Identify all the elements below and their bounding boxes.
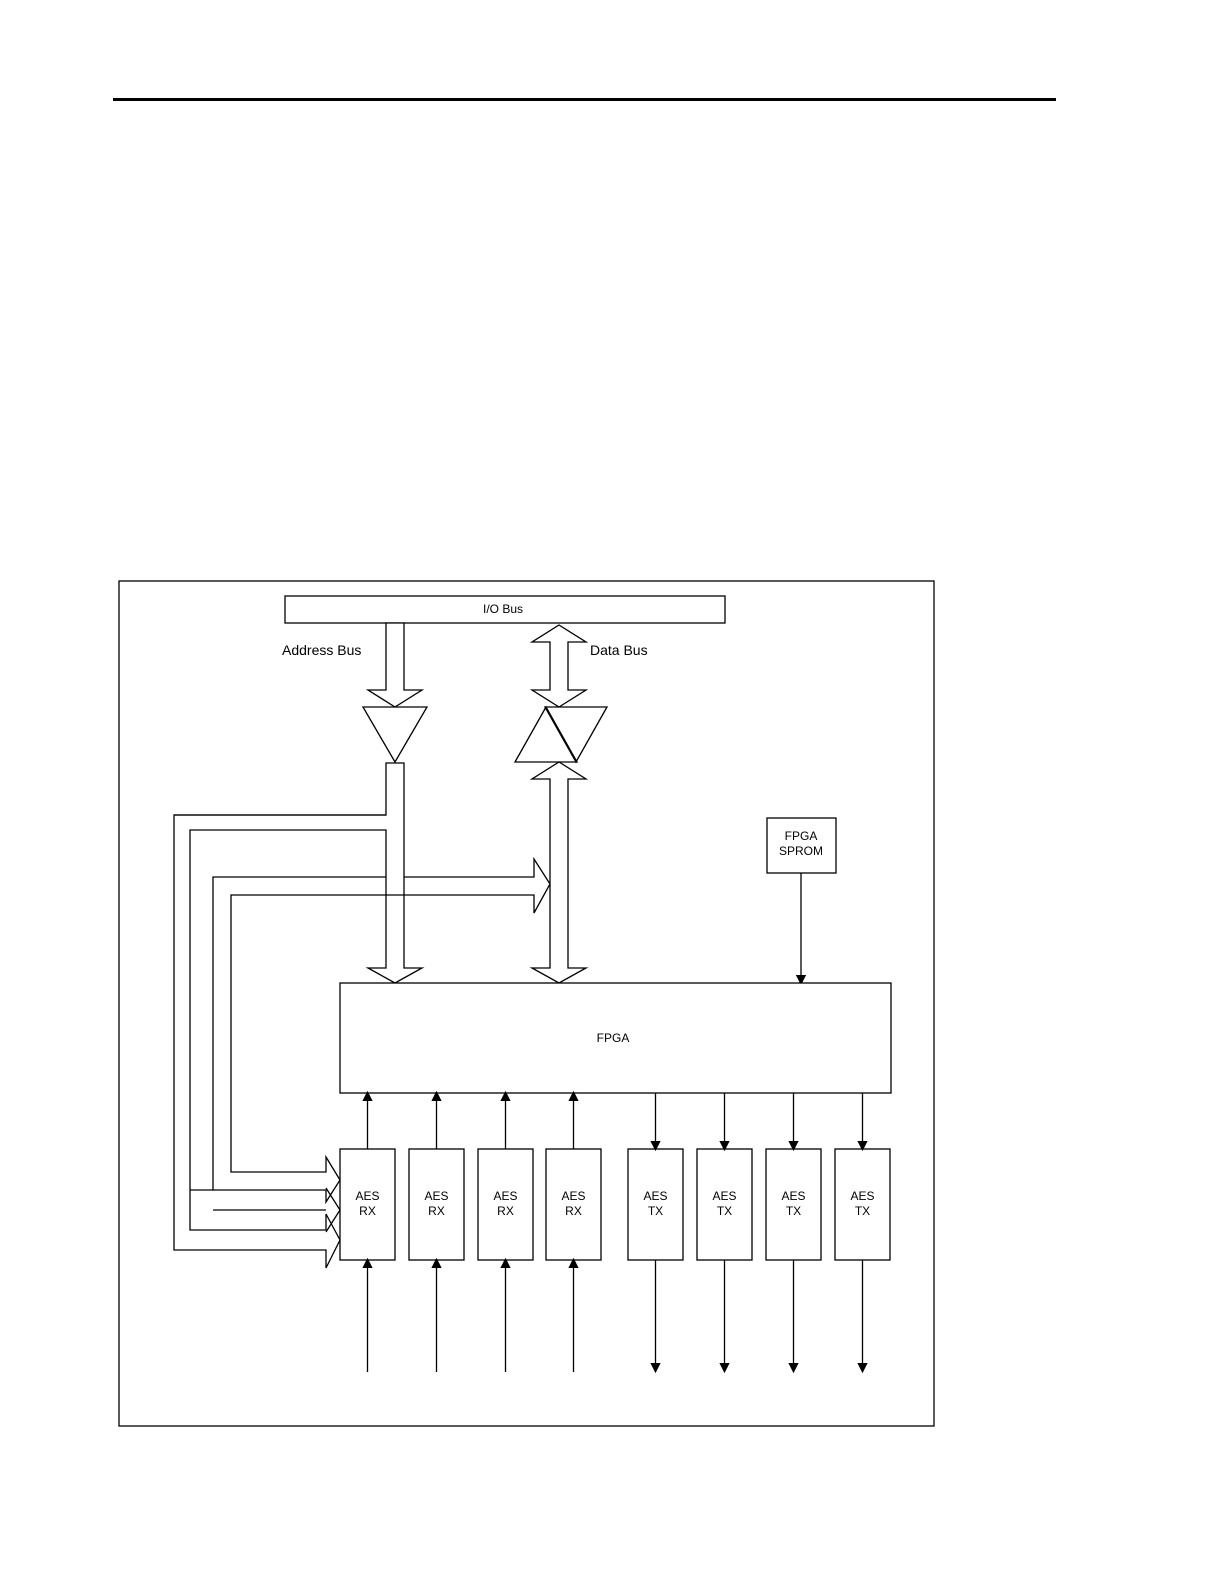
aes-tx-label-line2: TX (855, 1204, 870, 1218)
sprom-label-line2: SPROM (779, 844, 823, 858)
aes-rx-label-line1: AES (493, 1189, 517, 1203)
fpga-label: FPGA (597, 1031, 630, 1045)
io-bus-block: I/O Bus (285, 596, 725, 623)
aes-tx-label-line1: AES (781, 1189, 805, 1203)
address-bus-label: Address Bus (282, 642, 361, 658)
aes-rx-label-line1: AES (561, 1189, 585, 1203)
aes-rx-label-line2: RX (497, 1204, 514, 1218)
aes-tx-label-line2: TX (786, 1204, 801, 1218)
sprom-block: FPGA SPROM (767, 818, 836, 873)
fpga-block: FPGA (340, 983, 891, 1093)
data-bus-arrow-lower (532, 762, 586, 983)
aes-tx-label-line2: TX (648, 1204, 663, 1218)
aes-rx-label-line1: AES (355, 1189, 379, 1203)
aes-tx-label-line2: TX (717, 1204, 732, 1218)
address-buffer (363, 707, 427, 762)
data-bus-arrow-upper (532, 625, 586, 707)
data-buffer (515, 707, 607, 762)
aes-tx-label-line1: AES (712, 1189, 736, 1203)
io-bus-label: I/O Bus (483, 602, 523, 616)
aes-tx-label-line1: AES (850, 1189, 874, 1203)
aes-rx-label-line2: RX (359, 1204, 376, 1218)
aes-rx-label-line2: RX (565, 1204, 582, 1218)
aes-rx-label-line1: AES (424, 1189, 448, 1203)
data-bus-label: Data Bus (590, 642, 648, 658)
address-bus-arrow-upper (368, 623, 422, 707)
sprom-label-line1: FPGA (785, 829, 818, 843)
aes-tx-label-line1: AES (643, 1189, 667, 1203)
aes-rx-label-line2: RX (428, 1204, 445, 1218)
